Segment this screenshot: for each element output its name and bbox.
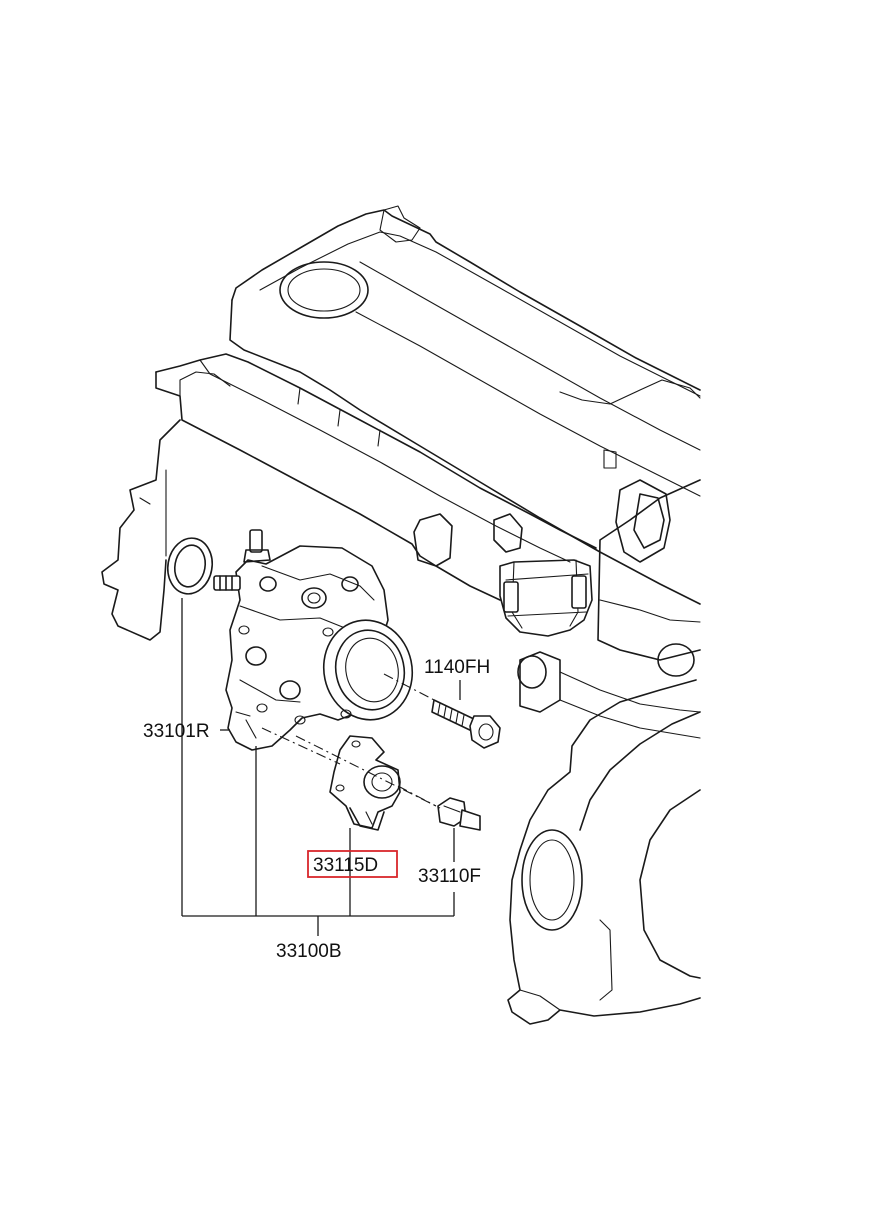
- leader-lines: [181, 598, 461, 936]
- engine-block-outline: [101, 205, 701, 1025]
- o-ring: [166, 537, 214, 595]
- banjo-fitting: [437, 797, 481, 831]
- label-33100b[interactable]: 33100B: [276, 941, 342, 962]
- highlight-box: [307, 850, 398, 878]
- label-33115d[interactable]: 33115D: [313, 855, 378, 876]
- pressure-sensor: [329, 735, 401, 831]
- label-33110f[interactable]: 33110F: [418, 866, 481, 887]
- fuel-pump: [213, 529, 414, 751]
- label-1140fh[interactable]: 1140FH: [424, 657, 490, 678]
- label-33101r[interactable]: 33101R: [143, 721, 210, 742]
- bolt: [431, 699, 501, 749]
- alignment-lines: [261, 673, 441, 809]
